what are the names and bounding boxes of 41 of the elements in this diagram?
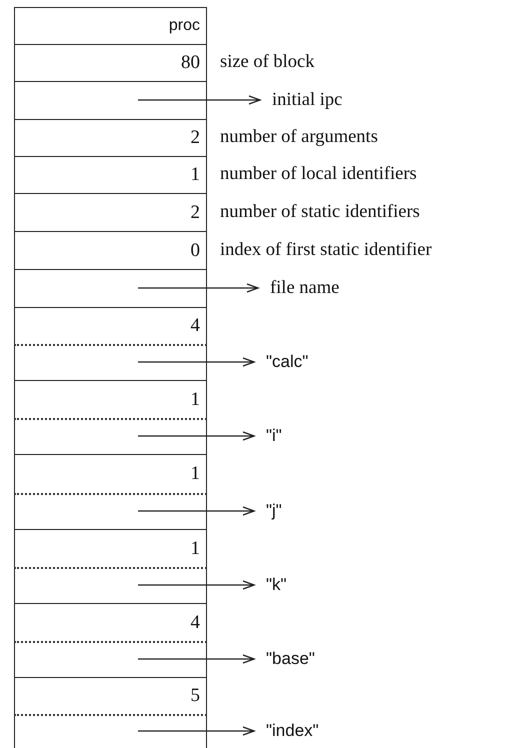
memory-cell: 80 xyxy=(14,44,207,81)
arrow xyxy=(138,283,259,293)
field-description: size of block xyxy=(220,51,315,74)
arrow xyxy=(138,357,255,367)
memory-cell: 4 xyxy=(14,307,207,344)
arrow xyxy=(138,654,255,664)
memory-cell: 5 xyxy=(14,677,207,714)
field-description: index of first static identifier xyxy=(220,238,432,262)
memory-cell: proc xyxy=(14,7,207,44)
pointer-target-label: "i" xyxy=(266,418,282,454)
arrow xyxy=(138,431,255,441)
field-description: number of local identifiers xyxy=(220,163,417,186)
arrow xyxy=(138,95,261,105)
arrow xyxy=(138,506,255,516)
memory-cell xyxy=(14,567,207,603)
memory-cell xyxy=(14,641,207,677)
pointer-target-label: "index" xyxy=(266,714,319,748)
memory-cell: 1 xyxy=(14,380,207,418)
memory-cell: 1 xyxy=(14,454,207,493)
pointer-target-label: "calc" xyxy=(266,344,308,380)
memory-cell: 0 xyxy=(14,231,207,269)
pointer-target-label: "base" xyxy=(266,641,315,677)
memory-cell xyxy=(14,493,207,529)
memory-cell: 4 xyxy=(14,603,207,641)
field-description: number of arguments xyxy=(220,126,378,149)
pointer-target-label: initial ipc xyxy=(272,81,342,119)
field-description: number of static identifiers xyxy=(220,200,420,224)
pointer-target-label: file name xyxy=(270,269,340,307)
arrow xyxy=(138,726,255,736)
memory-cell xyxy=(14,344,207,380)
arrow xyxy=(138,580,255,590)
memory-cell: 1 xyxy=(14,529,207,567)
memory-cell xyxy=(14,714,207,748)
pointer-target-label: "j" xyxy=(266,493,282,529)
pointer-target-label: "k" xyxy=(266,567,287,603)
memory-cell: 1 xyxy=(14,156,207,193)
memory-cell xyxy=(14,81,207,119)
memory-cell: 2 xyxy=(14,119,207,156)
memory-cell xyxy=(14,269,207,307)
memory-cell: 2 xyxy=(14,193,207,231)
memory-cell xyxy=(14,418,207,454)
